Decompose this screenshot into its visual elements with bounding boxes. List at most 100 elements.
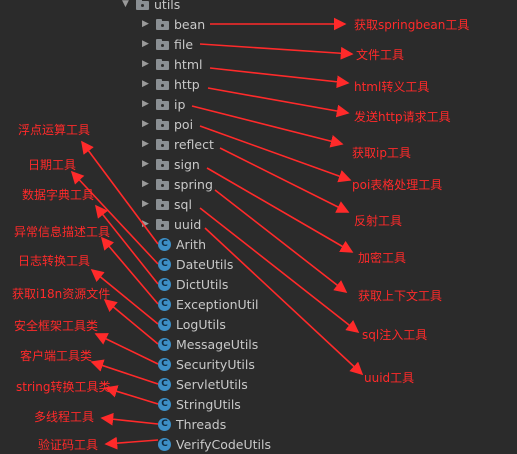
chevron-right-icon[interactable]: ▶ [142, 119, 149, 129]
tree-folder-reflect[interactable]: ▶ reflect [142, 134, 214, 154]
folder-label: uuid [174, 216, 202, 232]
class-label: Arith [176, 236, 206, 252]
tree-class-stringutils[interactable]: C StringUtils [158, 394, 241, 414]
tree-class-logutils[interactable]: C LogUtils [158, 314, 226, 334]
annotation-bean: 获取springbean工具 [354, 18, 470, 32]
annotation-poi: poi表格处理工具 [352, 178, 443, 192]
annotation-html: html转义工具 [354, 80, 430, 94]
folder-label: html [174, 56, 203, 72]
class-label: StringUtils [176, 396, 241, 412]
tree-folder-spring[interactable]: ▶ spring [142, 174, 213, 194]
class-icon: C [158, 257, 171, 271]
annotation-stringutils: string转换工具类 [16, 380, 111, 394]
chevron-right-icon[interactable]: ▶ [142, 19, 149, 29]
tree-class-exceptionutil[interactable]: C ExceptionUtil [158, 294, 259, 314]
annotation-sql: sql注入工具 [362, 328, 428, 342]
arrow-securityutils [94, 333, 159, 365]
folder-icon [156, 58, 169, 70]
chevron-right-icon[interactable]: ▶ [142, 39, 149, 49]
arrow-servletutils [90, 359, 159, 385]
arrow-threads [100, 412, 159, 426]
folder-icon [156, 118, 169, 130]
tree-folder-file[interactable]: ▶ file [142, 34, 193, 54]
class-label: MessageUtils [176, 336, 259, 352]
tree-class-threads[interactable]: C Threads [158, 414, 226, 434]
tree-class-arith[interactable]: C Arith [158, 234, 206, 254]
folder-icon [156, 198, 169, 210]
arrow-http [207, 87, 350, 118]
annotation-ip: 获取ip工具 [352, 146, 411, 160]
tree-root-utils[interactable]: ▼ utils [122, 0, 180, 14]
annotation-threads: 多线程工具 [34, 410, 95, 424]
folder-label: reflect [174, 136, 214, 152]
annotation-securityutils: 安全框架工具类 [14, 319, 99, 333]
annotation-dateutils: 日期工具 [28, 158, 77, 172]
tree-folder-poi[interactable]: ▶ poi [142, 114, 193, 134]
chevron-right-icon[interactable]: ▶ [142, 79, 149, 89]
class-label: ExceptionUtil [176, 296, 259, 312]
annotation-servletutils: 客户端工具类 [20, 349, 93, 363]
tree-class-messageutils[interactable]: C MessageUtils [158, 334, 258, 354]
tree-class-verifycodeutils[interactable]: C VerifyCodeUtils [158, 434, 271, 454]
tree-folder-sign[interactable]: ▶ sign [142, 154, 200, 174]
class-label: Threads [176, 416, 227, 432]
annotation-http: 发送http请求工具 [354, 110, 451, 124]
arrow-arith [81, 140, 159, 245]
annotation-arith: 浮点运算工具 [18, 123, 91, 137]
annotation-logutils: 日志转换工具 [18, 254, 91, 268]
chevron-right-icon[interactable]: ▶ [142, 199, 149, 209]
folder-icon [156, 138, 169, 150]
arrow-logutils [90, 268, 159, 325]
tree-class-dateutils[interactable]: C DateUtils [158, 254, 233, 274]
folder-label: sql [174, 196, 192, 212]
arrow-ip [191, 105, 344, 148]
annotation-spring: 获取上下文工具 [358, 289, 443, 303]
class-icon: C [158, 357, 171, 371]
class-icon: C [158, 317, 171, 331]
chevron-right-icon[interactable]: ▶ [142, 59, 149, 69]
chevron-right-icon[interactable]: ▶ [142, 159, 149, 169]
folder-icon [156, 18, 169, 30]
class-label: LogUtils [176, 316, 226, 332]
class-label: DateUtils [176, 256, 234, 272]
class-icon: C [158, 337, 171, 351]
folder-icon [156, 218, 169, 230]
tree-root-label: utils [154, 0, 181, 12]
arrow-uuid [204, 227, 364, 376]
chevron-down-icon[interactable]: ▼ [122, 0, 129, 9]
arrow-stringutils [104, 385, 159, 405]
tree-class-servletutils[interactable]: C ServletUtils [158, 374, 248, 394]
tree-folder-http[interactable]: ▶ http [142, 74, 200, 94]
class-icon: C [158, 417, 171, 431]
annotation-messageutils: 获取i18n资源文件 [12, 287, 111, 301]
annotation-uuid: uuid工具 [364, 371, 415, 385]
chevron-right-icon[interactable]: ▶ [142, 179, 149, 189]
arrow-sign [206, 167, 354, 253]
folder-label: http [174, 76, 200, 92]
folder-icon [156, 78, 169, 90]
arrow-verifycodeutils [104, 436, 159, 450]
tree-class-securityutils[interactable]: C SecurityUtils [158, 354, 255, 374]
chevron-right-icon[interactable]: ▶ [142, 219, 149, 229]
annotation-reflect: 反射工具 [354, 214, 403, 228]
chevron-right-icon[interactable]: ▶ [142, 99, 149, 109]
class-icon: C [158, 277, 171, 291]
tree-folder-html[interactable]: ▶ html [142, 54, 202, 74]
class-label: ServletUtils [176, 376, 248, 392]
tree-folder-uuid[interactable]: ▶ uuid [142, 214, 201, 234]
folder-label: sign [174, 156, 200, 172]
folder-label: bean [174, 16, 206, 32]
annotation-dictutils: 数据字典工具 [22, 188, 95, 202]
folder-icon [156, 38, 169, 50]
folder-icon [156, 158, 169, 170]
folder-label: ip [174, 96, 186, 112]
tree-folder-ip[interactable]: ▶ ip [142, 94, 185, 114]
tree-folder-sql[interactable]: ▶ sql [142, 194, 192, 214]
tree-class-dictutils[interactable]: C DictUtils [158, 274, 228, 294]
class-icon: C [158, 437, 171, 451]
tree-folder-bean[interactable]: ▶ bean [142, 14, 205, 34]
class-label: SecurityUtils [176, 356, 255, 372]
chevron-right-icon[interactable]: ▶ [142, 139, 149, 149]
class-icon: C [158, 237, 171, 251]
arrow-html [209, 67, 350, 89]
